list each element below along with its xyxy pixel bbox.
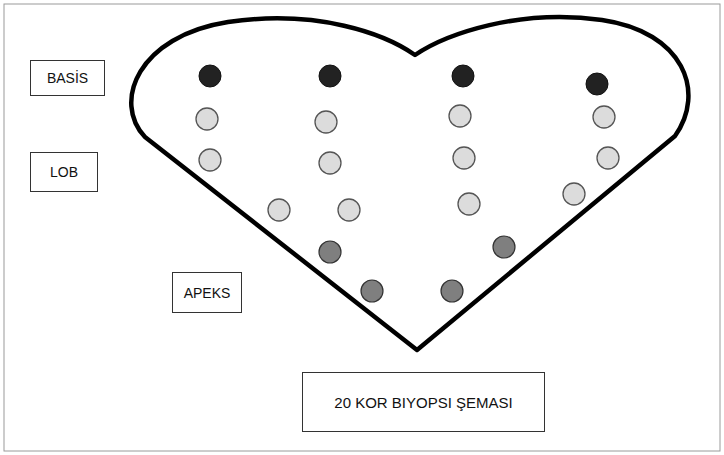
core-dot [452, 65, 474, 87]
core-dot [563, 183, 585, 205]
frame [4, 4, 720, 451]
core-dot [458, 193, 480, 215]
core-dot [268, 199, 290, 221]
lobe-cores [196, 105, 619, 221]
region-label-box: APEKS [172, 272, 242, 313]
apex-cores [319, 236, 515, 302]
core-dot [493, 236, 515, 258]
node-text: APEKS [184, 285, 231, 301]
core-dot [315, 111, 337, 133]
core-dot [453, 147, 475, 169]
core-dot [449, 105, 471, 127]
caption-box: 20 KOR BIYOPSI ŞEMASI [302, 372, 545, 432]
core-dot [593, 106, 615, 128]
core-dot [199, 149, 221, 171]
core-dot [338, 199, 360, 221]
node-text: 20 KOR BIYOPSI ŞEMASI [334, 394, 512, 411]
region-label-box: BASİS [30, 60, 105, 96]
core-dot [597, 147, 619, 169]
region-label-box: LOB [30, 152, 98, 192]
core-dot [361, 280, 383, 302]
core-dot [319, 65, 341, 87]
core-dot [319, 152, 341, 174]
core-dot [319, 241, 341, 263]
core-dot [196, 108, 218, 130]
node-text: LOB [50, 164, 78, 180]
core-dot [586, 73, 608, 95]
core-dot [199, 65, 221, 87]
core-dot [441, 280, 463, 302]
prostate-outline [131, 17, 688, 350]
base-cores [199, 65, 608, 95]
node-text: BASİS [47, 70, 88, 86]
